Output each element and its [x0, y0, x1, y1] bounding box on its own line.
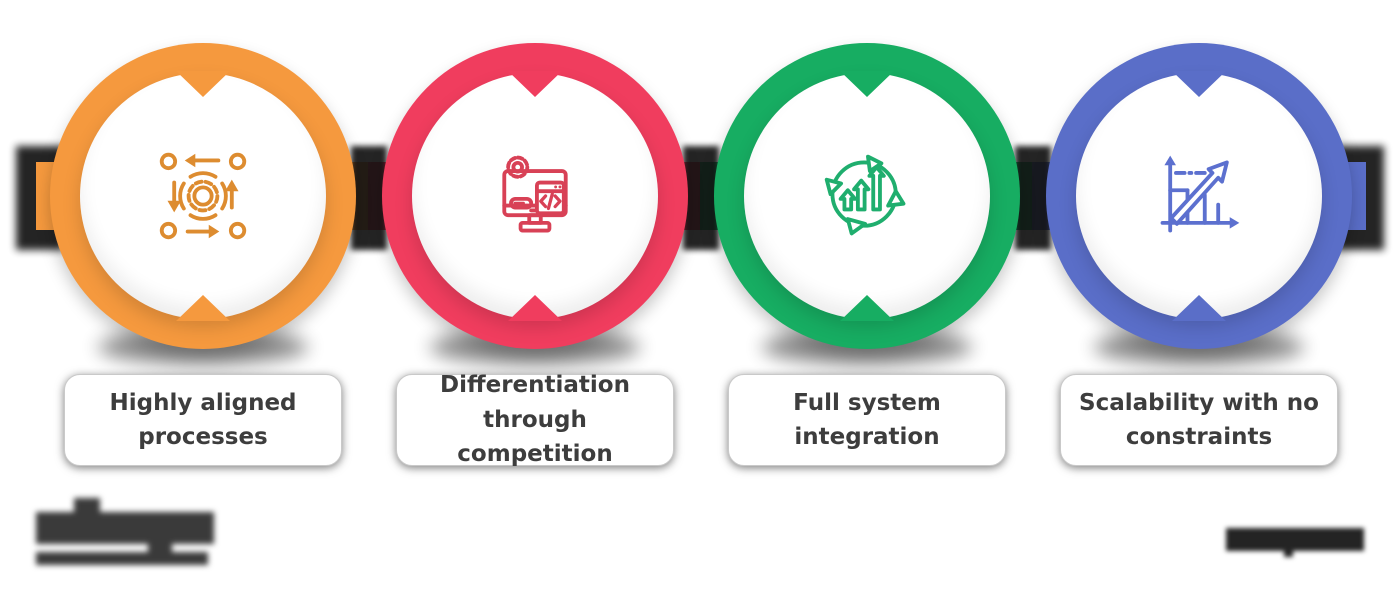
step-label-card: Highly aligned processes — [64, 374, 342, 466]
step-label-card: Full system integration — [728, 374, 1006, 466]
step-label-card: Scalability with no constraints — [1060, 374, 1338, 466]
software-development-icon — [487, 148, 583, 244]
top-notch — [1172, 71, 1226, 97]
step-circle-2 — [382, 43, 688, 365]
step-label: Scalability with no constraints — [1079, 389, 1319, 451]
top-notch — [508, 71, 562, 97]
connector-seam — [683, 146, 719, 250]
top-notch — [176, 71, 230, 97]
redacted-logo — [36, 496, 236, 572]
step-circle-4 — [1046, 43, 1352, 365]
redacted-brandmark — [1226, 524, 1376, 564]
step-label: Full system integration — [793, 389, 941, 451]
step-inner-disc — [80, 73, 326, 319]
bottom-notch — [176, 295, 230, 321]
bottom-notch — [840, 295, 894, 321]
process-alignment-icon — [155, 148, 251, 244]
scalability-chart-icon — [1151, 148, 1247, 244]
connector-seam — [1015, 146, 1051, 250]
step-label-card: Differentiation through competition — [396, 372, 674, 467]
growth-cycle-icon — [819, 148, 915, 244]
bottom-notch — [508, 295, 562, 321]
step-label: Highly aligned processes — [109, 389, 297, 451]
step-inner-disc — [744, 73, 990, 319]
step-circle-1 — [50, 43, 356, 365]
top-notch — [840, 71, 894, 97]
connector-seam — [351, 146, 387, 250]
step-circle-3 — [714, 43, 1020, 365]
step-label: Differentiation through competition — [440, 372, 630, 468]
bottom-notch — [1172, 295, 1226, 321]
